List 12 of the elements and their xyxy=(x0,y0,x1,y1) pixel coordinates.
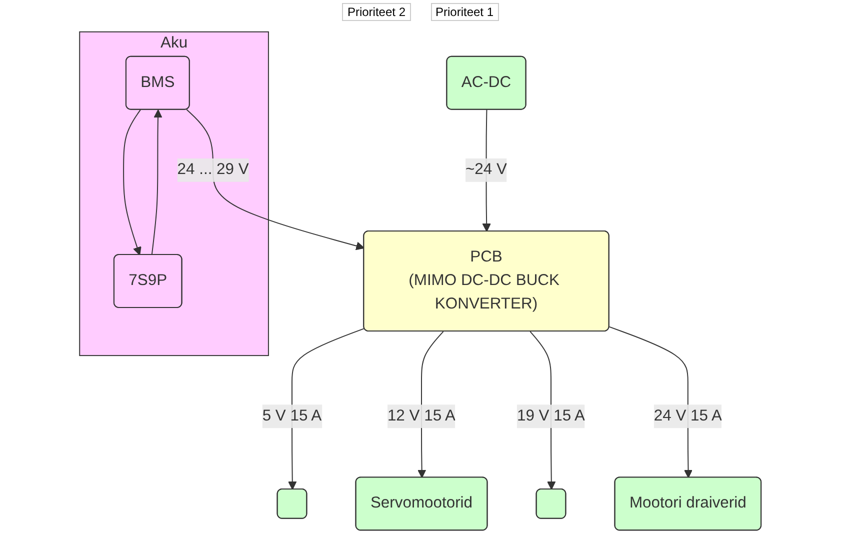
arrow xyxy=(186,109,365,250)
edge-label: 19 V 15 A xyxy=(517,408,586,424)
edge-label: ~24 V xyxy=(466,161,508,178)
edge-label: 12 V 15 A xyxy=(388,408,456,424)
edge-label: 5 V 15 A xyxy=(262,408,322,424)
arrow xyxy=(123,109,142,256)
arrow xyxy=(288,328,366,490)
note-label: Prioriteet 1 xyxy=(430,3,499,21)
arrow xyxy=(152,109,162,256)
edge-label: 24 V 15 A xyxy=(654,408,722,424)
note-label: Prioriteet 2 xyxy=(342,3,410,21)
edge-label: 24 ... 29 V xyxy=(177,161,249,178)
